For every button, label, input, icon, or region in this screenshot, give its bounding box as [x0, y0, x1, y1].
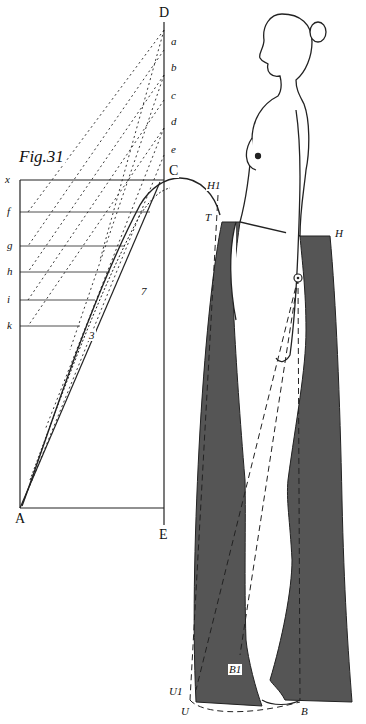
figure-letter: U — [180, 706, 190, 717]
figure-letter: B — [300, 706, 309, 717]
figure-letter: d — [170, 116, 178, 127]
figure-letter: H1 — [206, 180, 221, 191]
figure-letter: h — [6, 266, 14, 277]
figure-letter: k — [6, 320, 13, 331]
figure-letter: c — [170, 90, 177, 101]
figure-letter: Fig.31 — [18, 148, 65, 165]
figure-letter: H — [334, 228, 344, 239]
figure-letter: e — [170, 144, 177, 155]
figure-letter: E — [158, 528, 169, 542]
figure-letter: a — [170, 36, 178, 47]
figure-letter: b — [170, 62, 178, 73]
figure-letter: 7 — [140, 286, 148, 297]
figure-letter: D — [158, 6, 170, 20]
figure-letter: i — [6, 294, 11, 305]
figure-letter: U1 — [168, 686, 183, 697]
figure-letter: g — [6, 240, 14, 251]
figure-letter: 3 — [88, 330, 96, 341]
figure-letter: f — [6, 206, 11, 217]
figure-letter: T — [204, 212, 212, 223]
figure-letter: C — [168, 164, 179, 178]
figure-letter: B1 — [228, 664, 242, 675]
figure-letter: A — [14, 512, 26, 526]
figure-letter: x — [4, 174, 11, 185]
